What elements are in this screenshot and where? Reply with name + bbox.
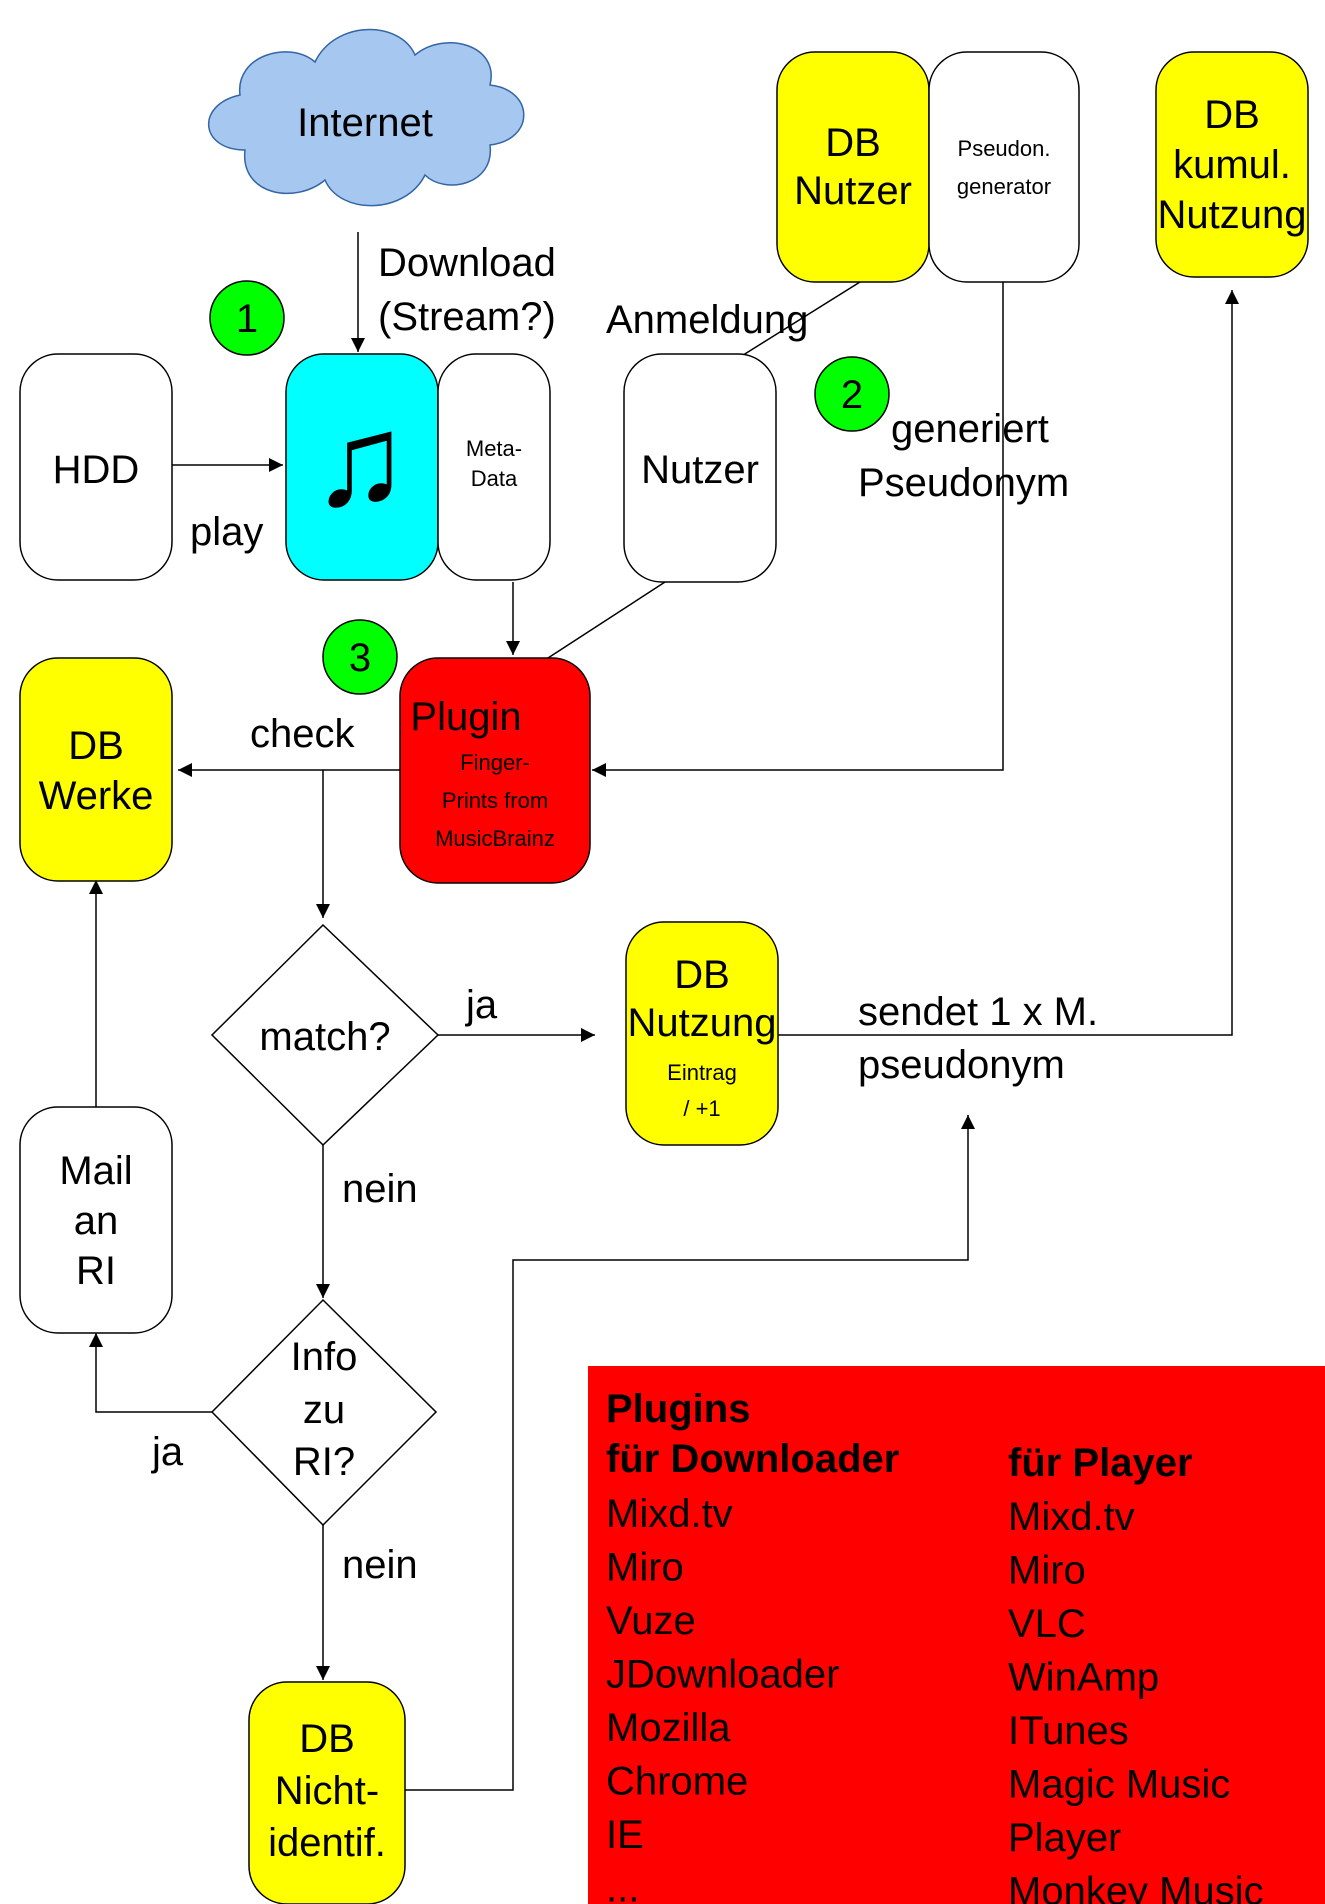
- sendet-pseudonym-label: pseudonym: [858, 1043, 1065, 1087]
- downloader-item: Chrome: [606, 1760, 748, 1804]
- match-decision: match?: [210, 923, 440, 1147]
- db-nicht-label-1: DB: [299, 1717, 355, 1761]
- ja-info-label: ja: [151, 1430, 184, 1474]
- downloader-item: Vuze: [606, 1599, 696, 1643]
- nutzer-label: Nutzer: [641, 448, 759, 492]
- info-label-3: RI?: [293, 1440, 355, 1484]
- metadata-label-2: Data: [471, 466, 518, 491]
- player-node: ♫: [285, 353, 439, 581]
- plugin-label-3: Prints from: [442, 788, 548, 813]
- nein-match-label: nein: [342, 1167, 418, 1211]
- edge-nutzung-kumul: [777, 290, 1239, 1036]
- info-ri-decision: Info zu RI?: [210, 1298, 438, 1527]
- generator-label-1: Pseudon.: [958, 136, 1051, 161]
- internet-cloud: Internet: [208, 28, 525, 207]
- metadata-label-1: Meta-: [466, 436, 522, 461]
- player-item: WinAmp: [1008, 1656, 1159, 1700]
- player-item: ITunes: [1008, 1709, 1129, 1753]
- nein-info-label: nein: [342, 1543, 418, 1587]
- info-label-2: zu: [303, 1388, 345, 1432]
- player-header: für Player: [1008, 1441, 1193, 1485]
- internet-label: Internet: [297, 101, 433, 145]
- info-label-1: Info: [291, 1335, 358, 1379]
- db-nicht-label-3: identif.: [268, 1821, 386, 1865]
- step-3-label: 3: [349, 636, 371, 680]
- step-marker-3: 3: [322, 619, 398, 695]
- download-label: Download: [378, 241, 556, 285]
- metadata-node: Meta- Data: [437, 353, 551, 581]
- music-note-icon: ♫: [311, 387, 409, 533]
- edge-info-mail: [89, 1333, 212, 1413]
- player-item: Magic Music: [1008, 1763, 1230, 1807]
- db-kumul-label-3: Nutzung: [1158, 193, 1307, 237]
- edge-nutzer-plugin: [547, 581, 666, 659]
- generiert-label: generiert: [891, 407, 1049, 451]
- hdd-node: HDD: [19, 353, 173, 581]
- db-werke-node: DB Werke: [19, 657, 173, 882]
- player-item: VLC: [1008, 1602, 1086, 1646]
- db-nutzer-node: DB Nutzer: [776, 51, 930, 283]
- hdd-label: HDD: [53, 448, 140, 492]
- plugin-label-1: Plugin: [410, 695, 521, 739]
- stream-label: (Stream?): [378, 295, 556, 339]
- plugins-title: Plugins: [606, 1387, 750, 1431]
- plugin-label-4: MusicBrainz: [435, 826, 555, 851]
- step-1-label: 1: [236, 297, 258, 341]
- downloader-item: Mixd.tv: [606, 1492, 733, 1536]
- nutzer-node: Nutzer: [623, 353, 777, 583]
- db-nutzer-label-1: DB: [825, 121, 881, 165]
- db-nutzer-label-2: Nutzer: [794, 169, 912, 213]
- match-label: match?: [259, 1015, 390, 1059]
- edge-nicht-sendet: [405, 1115, 975, 1791]
- mail-label-3: RI: [76, 1249, 116, 1293]
- player-item: Player: [1008, 1816, 1121, 1860]
- step-marker-1: 1: [209, 280, 285, 356]
- db-nicht-node: DB Nicht- identif.: [248, 1681, 406, 1904]
- anmeldung-label: Anmeldung: [606, 298, 808, 342]
- downloader-item: ...: [606, 1867, 639, 1904]
- db-kumul-node: DB kumul. Nutzung: [1155, 51, 1309, 278]
- sendet-label: sendet 1 x M.: [858, 990, 1098, 1034]
- pseudonym-label: Pseudonym: [858, 461, 1069, 505]
- db-nutzung-label-3: Eintrag: [667, 1060, 737, 1085]
- player-item: Miro: [1008, 1549, 1086, 1593]
- mail-label-1: Mail: [59, 1149, 132, 1193]
- player-item: Monkey Music: [1008, 1870, 1264, 1904]
- db-nutzung-node: DB Nutzung Eintrag / +1: [625, 921, 779, 1146]
- generator-label-2: generator: [957, 174, 1051, 199]
- step-marker-2: 2: [814, 356, 890, 432]
- plugin-node: Plugin Finger- Prints from MusicBrainz: [399, 657, 591, 884]
- downloader-header: für Downloader: [606, 1437, 899, 1481]
- pseudon-generator-node: Pseudon. generator: [928, 51, 1080, 283]
- db-werke-label-1: DB: [68, 724, 124, 768]
- db-nicht-label-2: Nicht-: [275, 1769, 379, 1813]
- db-kumul-label-1: DB: [1204, 93, 1260, 137]
- downloader-item: Miro: [606, 1546, 684, 1590]
- edge-anmeldung: [739, 281, 861, 358]
- db-werke-label-2: Werke: [39, 774, 154, 818]
- check-label: check: [250, 712, 355, 756]
- plugins-panel: Plugins für Downloader für Player Mixd.t…: [588, 1366, 1325, 1904]
- mail-ri-node: Mail an RI: [19, 1106, 173, 1334]
- plugin-label-2: Finger-: [460, 750, 530, 775]
- db-nutzung-label-4: / +1: [683, 1096, 720, 1121]
- downloader-item: Mozilla: [606, 1706, 731, 1750]
- ja-match-label: ja: [465, 983, 498, 1027]
- db-nutzung-label-1: DB: [674, 953, 730, 997]
- db-nutzung-label-2: Nutzung: [628, 1001, 777, 1045]
- player-item: Mixd.tv: [1008, 1495, 1135, 1539]
- downloader-list: Mixd.tvMiroVuzeJDownloaderMozillaChromeI…: [606, 1492, 839, 1904]
- mail-label-2: an: [74, 1199, 119, 1243]
- step-2-label: 2: [841, 373, 863, 417]
- downloader-item: JDownloader: [606, 1653, 839, 1697]
- edge-generator-plugin: [592, 272, 1004, 777]
- db-kumul-label-2: kumul.: [1173, 143, 1291, 187]
- play-label: play: [190, 510, 263, 554]
- downloader-item: IE: [606, 1813, 644, 1857]
